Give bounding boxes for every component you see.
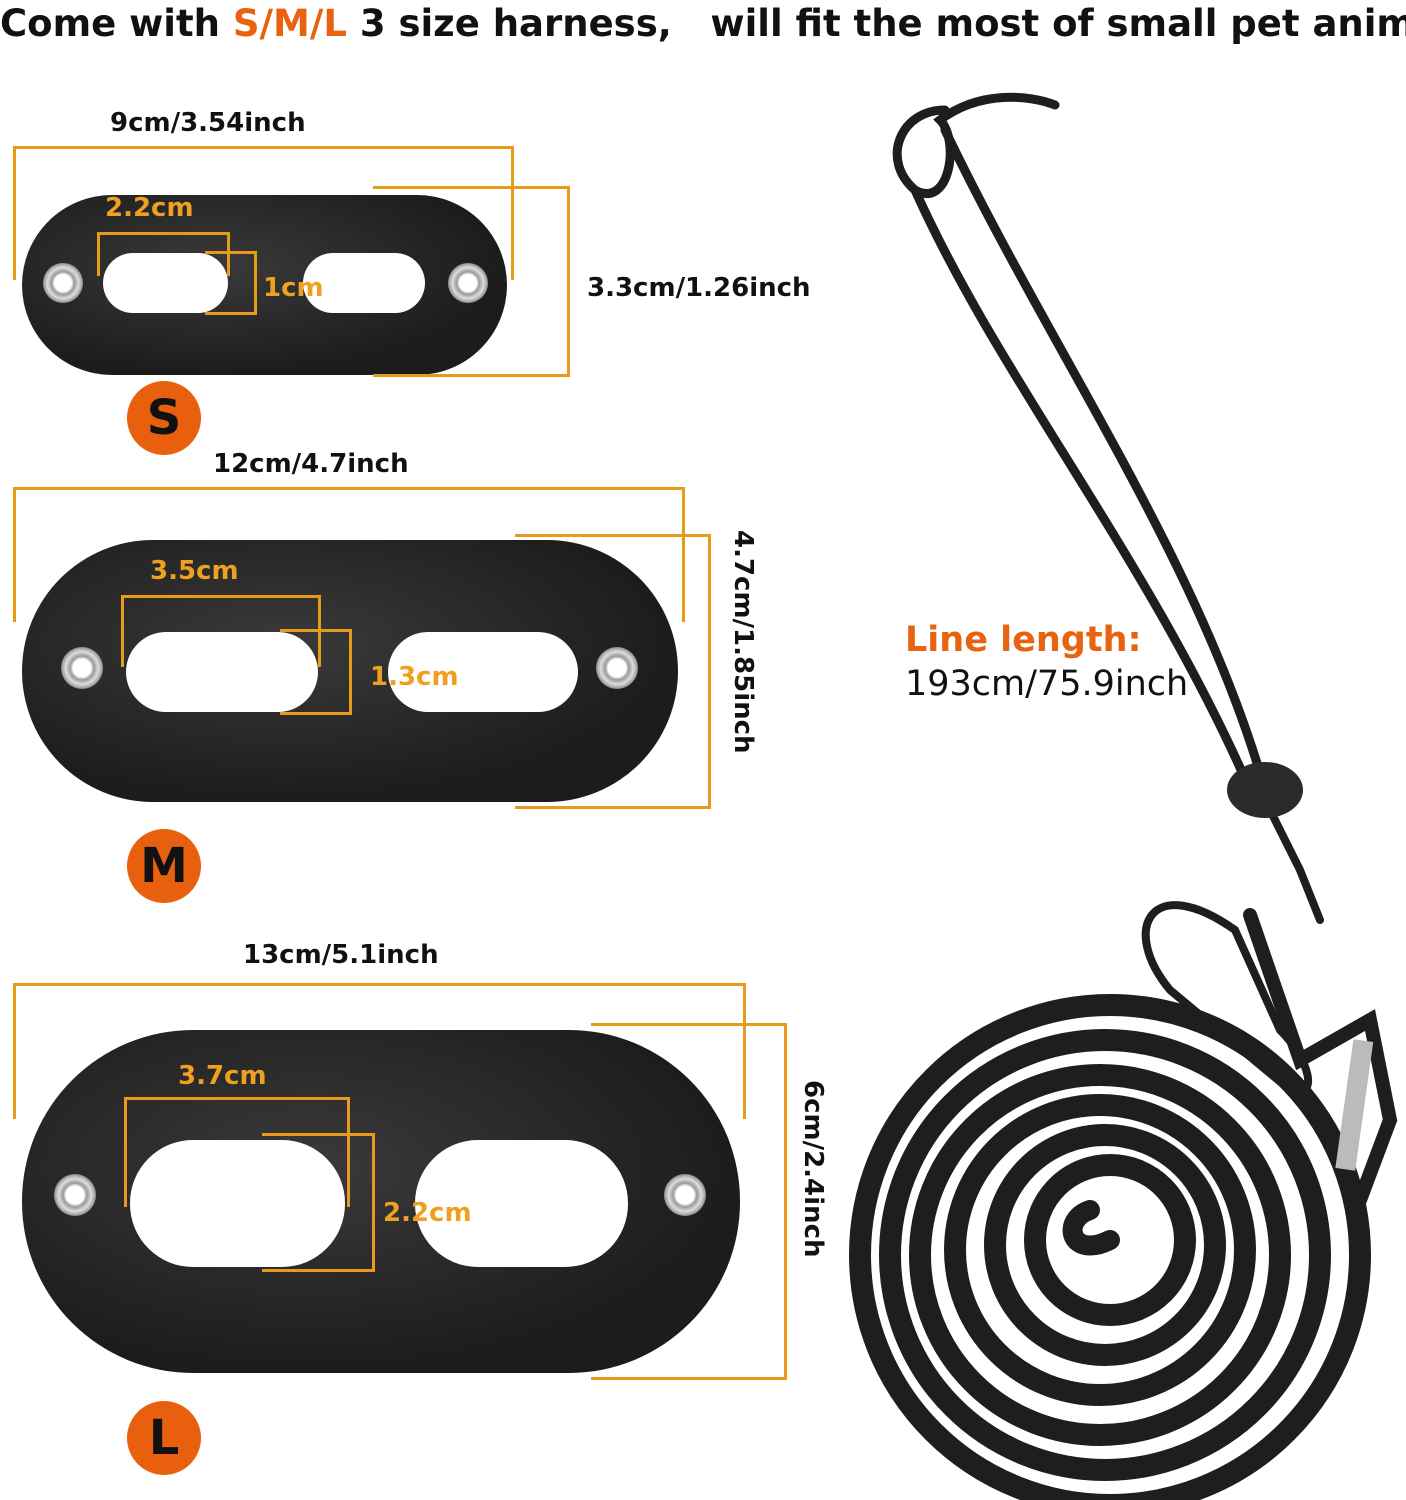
hole-height-label: 2.2cm: [383, 1198, 472, 1228]
cord-lock-icon: [1227, 762, 1303, 818]
harness-plate: [22, 195, 507, 375]
grommet-icon: [43, 263, 83, 303]
hole-height-label: 1.3cm: [370, 662, 459, 692]
headline: Come with S/M/L 3 size harness, will fit…: [0, 2, 1406, 45]
grommet-icon: [596, 647, 638, 689]
headline-sizes: S/M/L: [232, 2, 347, 45]
size-badge-l: L: [127, 1401, 201, 1475]
line-length-value: 193cm/75.9inch: [905, 664, 1189, 704]
slot-hole: [388, 632, 578, 712]
headline-prefix: Come with: [0, 2, 233, 45]
slot-hole: [103, 253, 228, 313]
grommet-icon: [54, 1174, 96, 1216]
width-label: 9cm/3.54inch: [110, 108, 306, 138]
headline-suffix: 3 size harness, will fit the most of sma…: [346, 2, 1406, 45]
width-label: 12cm/4.7inch: [213, 449, 409, 479]
hole-width-label: 3.5cm: [150, 556, 239, 586]
size-badge-m: M: [127, 829, 201, 903]
hole-width-label: 3.7cm: [178, 1061, 267, 1091]
height-label: 3.3cm/1.26inch: [587, 273, 811, 303]
slot-hole: [415, 1140, 628, 1267]
slot-hole: [130, 1140, 345, 1267]
grommet-icon: [61, 647, 103, 689]
hole-height-label: 1cm: [263, 273, 324, 303]
grommet-icon: [664, 1174, 706, 1216]
hole-width-label: 2.2cm: [105, 193, 194, 223]
slot-hole: [126, 632, 318, 712]
width-label: 13cm/5.1inch: [243, 940, 439, 970]
size-badge-s: S: [127, 381, 201, 455]
slot-hole: [303, 253, 425, 313]
line-length-label: Line length:: [905, 620, 1142, 660]
grommet-icon: [448, 263, 488, 303]
